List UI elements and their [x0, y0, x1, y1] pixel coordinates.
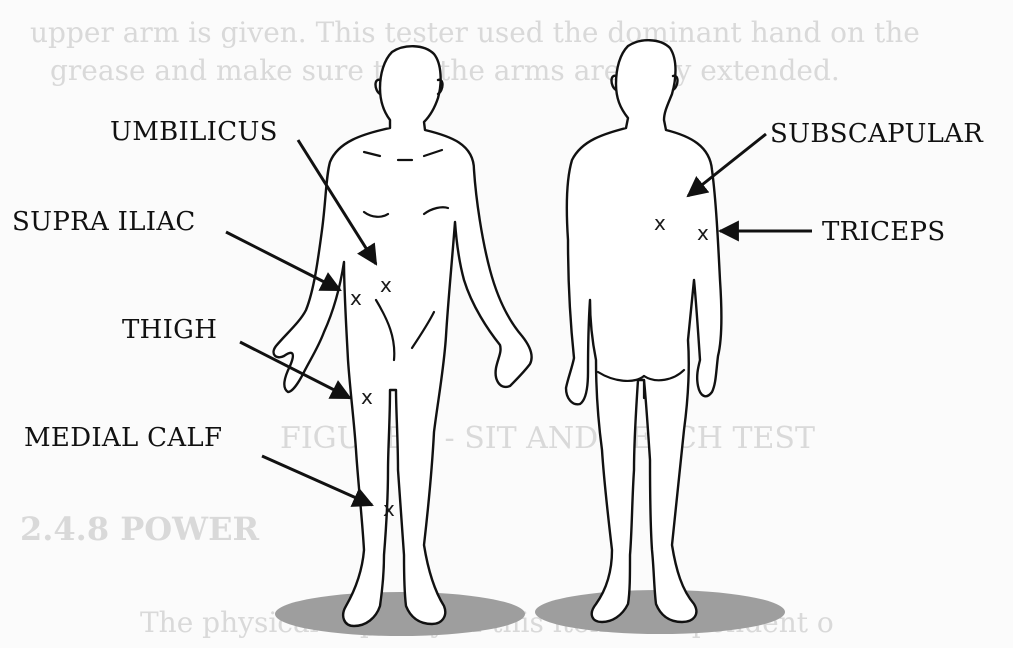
front-body-figure [274, 46, 532, 626]
site-mark-supra-iliac: x [350, 286, 362, 310]
label-thigh: THIGH [122, 315, 217, 345]
label-umbilicus: UMBILICUS [110, 117, 278, 147]
front-body-outline [274, 46, 532, 626]
label-supra-iliac: SUPRA ILIAC [12, 207, 196, 237]
back-body-outline [566, 40, 721, 622]
site-mark-umbilicus: x [380, 273, 392, 297]
ghost-line-2: grease and make sure that the arms are f… [50, 54, 840, 87]
label-medial-calf: MEDIAL CALF [24, 423, 222, 453]
site-mark-triceps: x [697, 221, 709, 245]
arrow-medial-calf [262, 456, 372, 505]
site-mark-subscapular: x [654, 211, 666, 235]
back-body-figure [566, 40, 721, 622]
site-labels: UMBILICUS SUPRA ILIAC THIGH MEDIAL CALF … [12, 117, 984, 453]
site-mark-medial-calf: x [383, 497, 395, 521]
ghost-heading: 2.4.8 POWER [20, 510, 259, 548]
ghost-line-1: upper arm is given. This tester used the… [30, 16, 920, 49]
front-figure-shadow [275, 592, 525, 636]
site-mark-thigh: x [361, 385, 373, 409]
label-subscapular: SUBSCAPULAR [770, 119, 984, 149]
label-triceps: TRICEPS [822, 217, 945, 247]
